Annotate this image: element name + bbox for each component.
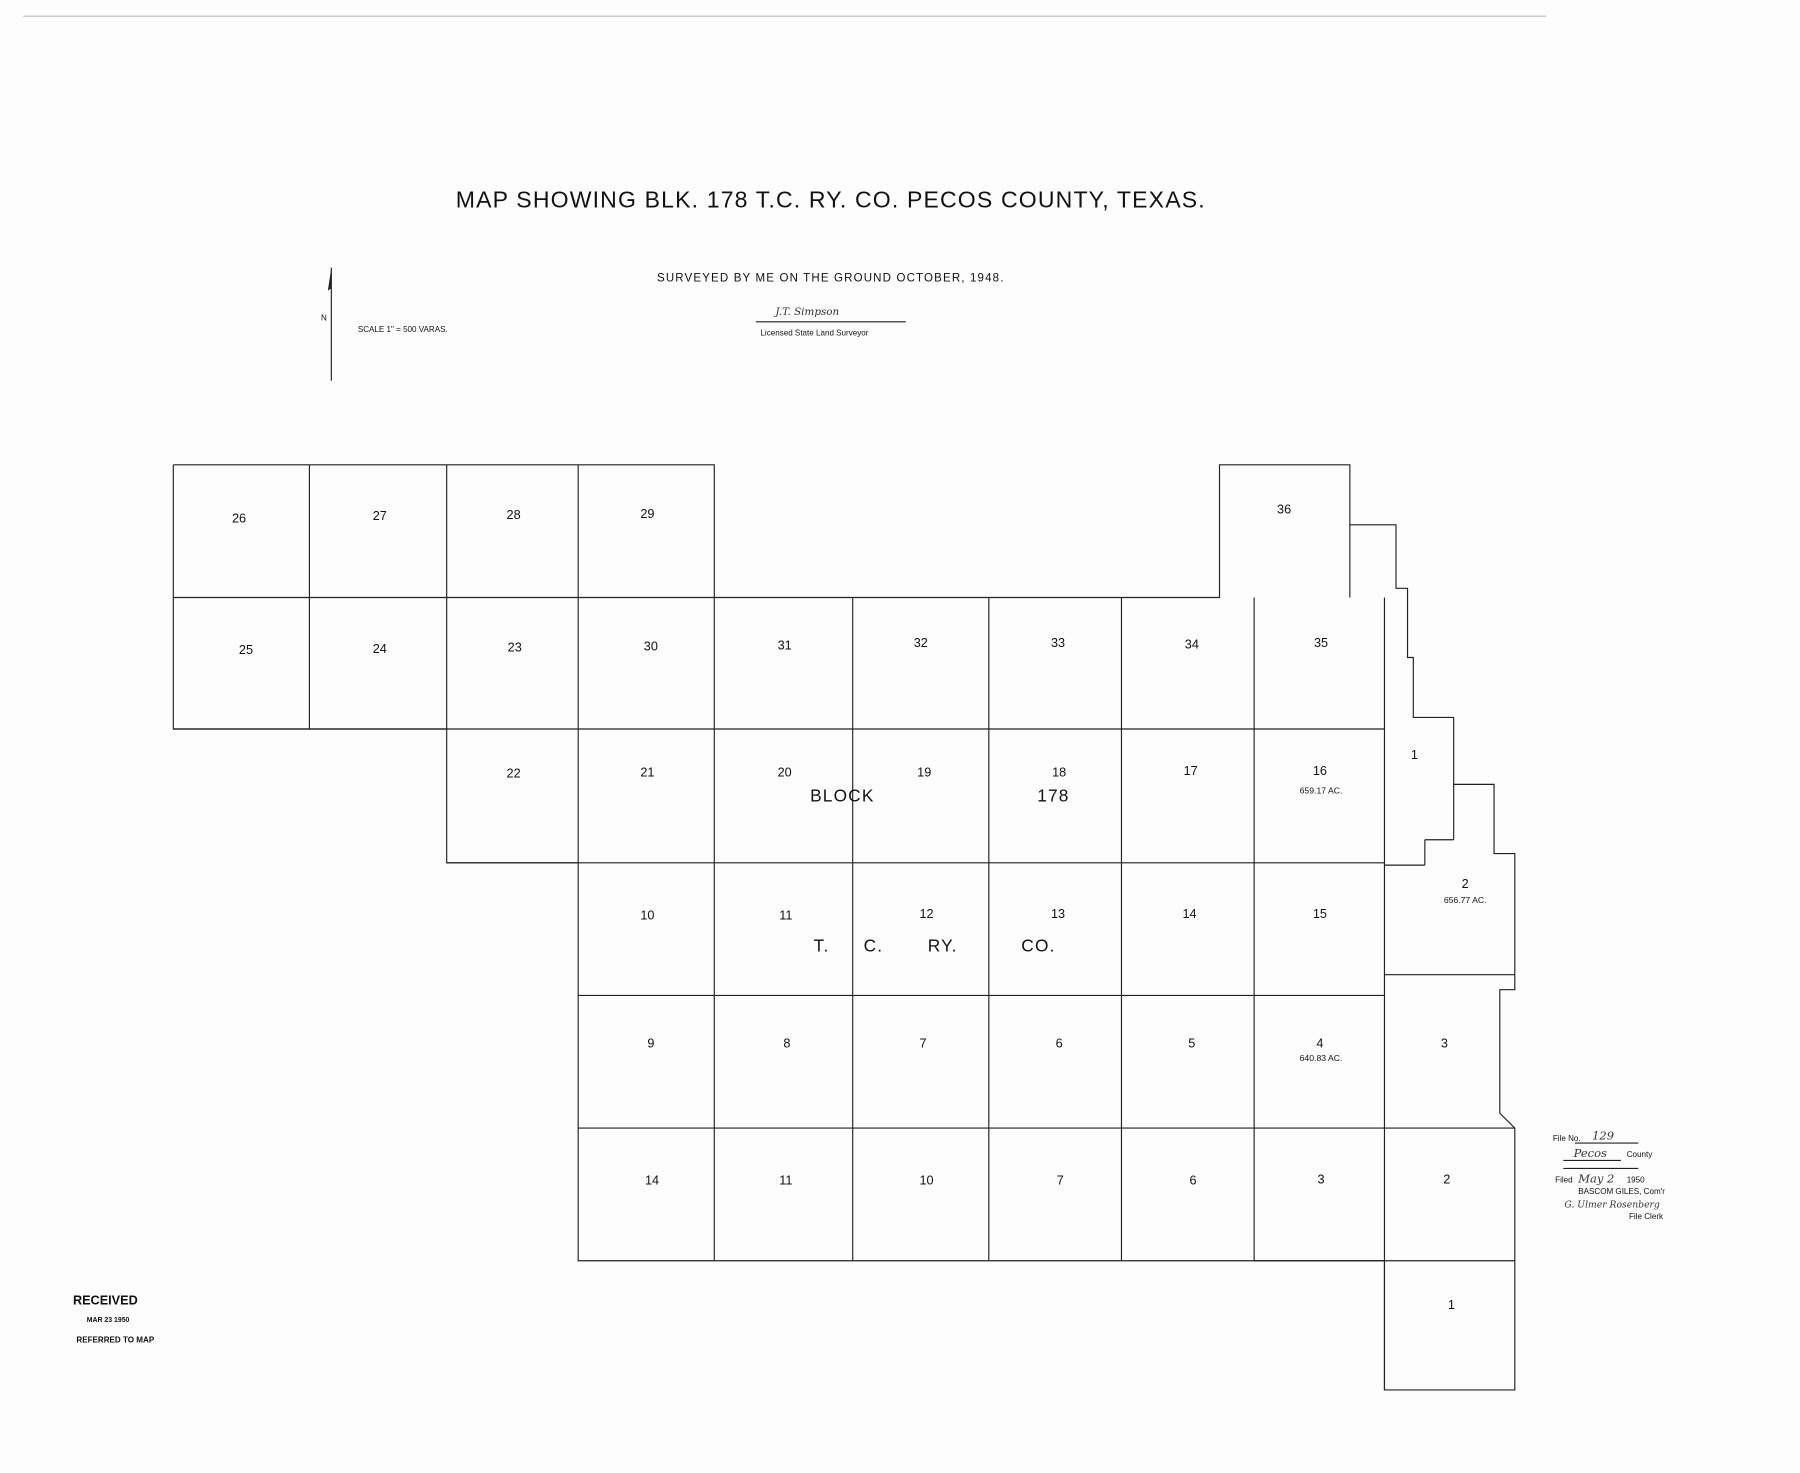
- section-number: 22: [507, 766, 521, 780]
- map-title: MAP SHOWING BLK. 178 T.C. RY. CO. PECOS …: [456, 187, 1206, 213]
- block-label: 178: [1037, 786, 1069, 806]
- section-number: 24: [373, 642, 387, 656]
- block-label: RY.: [928, 936, 958, 956]
- section-number: 16: [1313, 764, 1327, 778]
- section-number: 13: [1051, 907, 1065, 921]
- block-label: BLOCK: [810, 786, 874, 806]
- section-number: 28: [507, 508, 521, 522]
- section-number: 32: [914, 636, 928, 650]
- section-grid: [172, 464, 1516, 1391]
- clerk-label: File Clerk: [1629, 1212, 1664, 1221]
- section-number: 18: [1052, 765, 1066, 779]
- block-label: CO.: [1021, 936, 1055, 956]
- received-date: MAR 23 1950: [87, 1317, 130, 1324]
- received-title: RECEIVED: [73, 1294, 138, 1308]
- section-number: 10: [640, 908, 654, 922]
- filed-label: Filed: [1555, 1175, 1572, 1184]
- section-number: 2: [1462, 877, 1469, 891]
- block-label: C.: [864, 936, 884, 956]
- section-number: 23: [508, 641, 522, 655]
- section-number: 14: [1182, 907, 1196, 921]
- section-number: 34: [1185, 637, 1199, 651]
- filed-year: 1950: [1627, 1175, 1645, 1184]
- file-no: 129: [1592, 1129, 1614, 1143]
- section-acreage: 656.77 AC.: [1444, 895, 1487, 905]
- section-number: 8: [783, 1036, 790, 1050]
- file-no-label: File No.: [1553, 1134, 1581, 1143]
- filed-date: May 2: [1577, 1171, 1614, 1185]
- block-label: T.: [814, 936, 830, 956]
- map-subtitle: SURVEYED BY ME ON THE GROUND OCTOBER, 19…: [657, 272, 1005, 284]
- section-number: 7: [1057, 1174, 1064, 1188]
- north-label: N: [321, 314, 327, 323]
- section-number: 20: [778, 765, 792, 779]
- file-county: Pecos: [1573, 1146, 1607, 1160]
- block-boundary: [172, 464, 1516, 1391]
- section-number: 11: [779, 908, 792, 922]
- section-acreage: 659.17 AC.: [1300, 786, 1343, 796]
- section-number: 35: [1314, 636, 1328, 650]
- section-number: 10: [919, 1174, 933, 1188]
- county-label: County: [1627, 1150, 1654, 1159]
- section-number: 15: [1313, 907, 1327, 921]
- section-number: 26: [232, 512, 246, 526]
- section-number: 25: [239, 643, 253, 657]
- surveyor-signature: J.T. Simpson: [773, 306, 839, 318]
- section-number: 7: [920, 1036, 927, 1050]
- section-number: 21: [640, 765, 654, 779]
- file-stamp: File No. 129 Pecos County Filed May 2 19…: [1553, 1129, 1665, 1222]
- surveyor-caption: Licensed State Land Surveyor: [760, 329, 868, 338]
- section-number: 1: [1448, 1298, 1455, 1312]
- section-number: 12: [919, 907, 933, 921]
- section-number: 4: [1316, 1036, 1323, 1050]
- scale-text: SCALE 1" = 500 VARAS.: [358, 325, 448, 334]
- section-acreage: 640.83 AC.: [1300, 1053, 1343, 1063]
- received-stamp: RECEIVED MAR 23 1950 REFERRED TO MAP: [73, 1294, 155, 1345]
- section-number: 19: [917, 765, 931, 779]
- received-note: REFERRED TO MAP: [76, 1336, 154, 1345]
- section-number: 2: [1443, 1172, 1450, 1186]
- section-number: 14: [645, 1174, 659, 1188]
- section-number: 5: [1188, 1036, 1195, 1050]
- section-number: 36: [1277, 502, 1291, 516]
- section-number: 3: [1441, 1036, 1448, 1050]
- commissioner: BASCOM GILES, Com'r: [1578, 1187, 1665, 1196]
- section-number: 11: [779, 1174, 792, 1188]
- section-number: 6: [1189, 1174, 1196, 1188]
- section-number: 9: [647, 1036, 654, 1050]
- section-number: 3: [1317, 1172, 1324, 1186]
- section-number: 27: [373, 509, 387, 523]
- section-number: 29: [640, 507, 654, 521]
- section-number: 1: [1411, 748, 1418, 762]
- section-number: 31: [778, 638, 792, 652]
- section-number: 30: [644, 640, 658, 654]
- clerk-signature: G. Ulmer Rosenberg: [1564, 1200, 1660, 1211]
- section-number: 6: [1056, 1036, 1063, 1050]
- section-number: 17: [1184, 764, 1198, 778]
- section-number: 33: [1051, 636, 1065, 650]
- north-arrow: N: [321, 267, 332, 381]
